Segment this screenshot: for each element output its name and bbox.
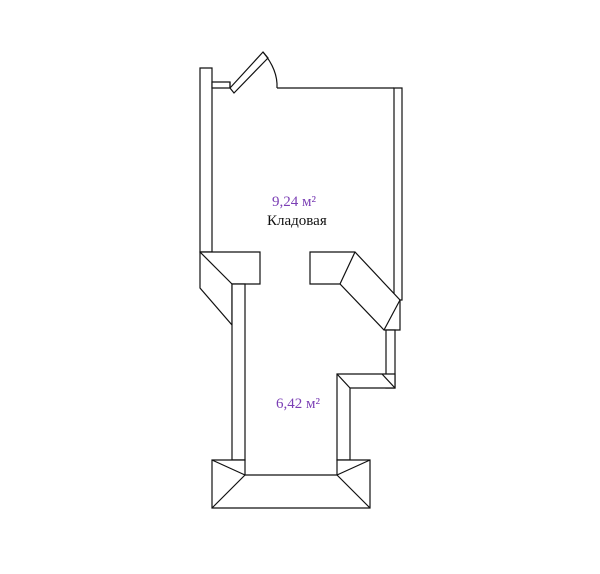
room-1-name: Кладовая: [267, 213, 327, 229]
wall-bottom: [211, 459, 371, 509]
wall-left-partition-inner: [199, 251, 233, 285]
wall-right-partition: [309, 251, 401, 331]
wall-right-notch-inner: [336, 373, 396, 389]
wall-right-upper: [393, 87, 403, 301]
wall-left-upper: [199, 67, 213, 253]
entry-door: [229, 51, 278, 94]
wall-right-partition-inner: [339, 251, 401, 331]
wall-right-notch: [336, 373, 396, 461]
room-2-area: 6,42 м²: [276, 396, 320, 412]
wall-left-partition: [199, 251, 261, 327]
room-1-area: 9,24 м²: [272, 194, 316, 210]
wall-top-left-stub: [211, 81, 231, 89]
wall-left-lower: [231, 283, 246, 461]
wall-bottom-inner: [211, 459, 371, 509]
